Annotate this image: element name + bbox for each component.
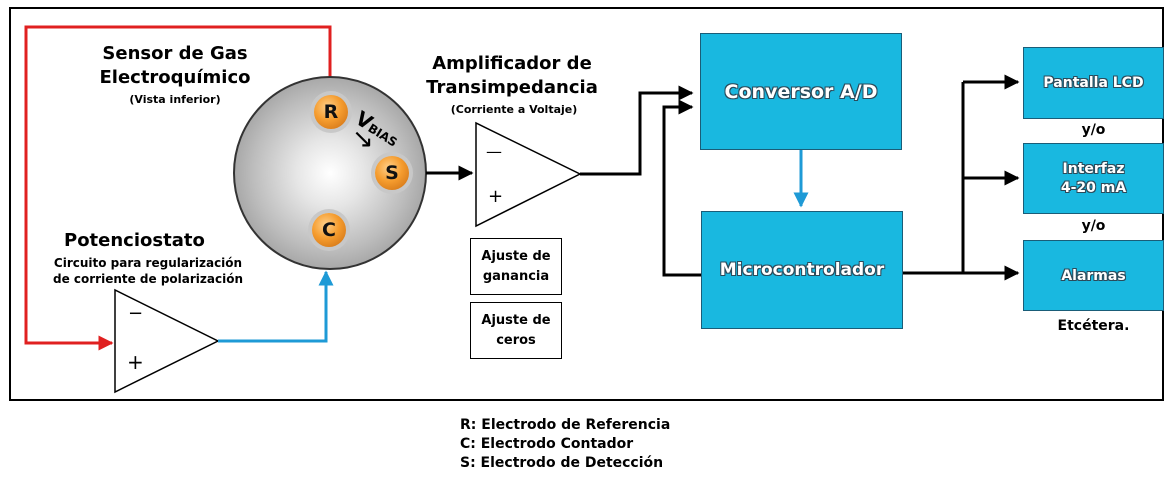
legend-r: R: Electrodo de Referencia — [460, 417, 671, 433]
legend-s: S: Electrodo de Detección — [460, 455, 664, 471]
amp-to-adc-wire — [580, 85, 694, 176]
zero-adjust-box: Ajuste de ceros — [470, 302, 562, 359]
sensor-title: Sensor de Gas Electroquímico — [80, 42, 270, 90]
blue-counter-wire — [218, 270, 334, 343]
legend-c: C: Electrodo Contador — [460, 436, 634, 452]
separator-1: y/o — [1081, 122, 1106, 138]
potentiostat-desc: Circuito para regularización de corrient… — [38, 255, 258, 287]
potentiostat-desc-line2: de corriente de polarización — [52, 272, 244, 286]
amplifier-title-line2: Transimpedancia — [426, 77, 598, 98]
gain-adjust-line1: Ajuste de — [481, 248, 551, 264]
adc-block: Conversor A/D — [700, 33, 902, 150]
zero-adjust-line2: ceros — [496, 332, 536, 348]
sensor-title-line2: Electroquímico — [99, 67, 251, 88]
alarms-block: Alarmas — [1023, 240, 1164, 311]
interface-block: Interfaz 4-20 mA — [1023, 143, 1164, 214]
legend: R: Electrodo de Referencia C: Electrodo … — [460, 416, 670, 473]
mcu-to-adc-wire — [662, 99, 701, 277]
interface-line1: Interfaz — [1062, 160, 1125, 177]
potentiostat-opamp — [114, 288, 220, 394]
lcd-block: Pantalla LCD — [1023, 47, 1164, 119]
amplifier-opamp — [475, 121, 582, 228]
etcetera-label: Etcétera. — [1057, 318, 1130, 334]
amplifier-minus: — — [486, 142, 502, 161]
amplifier-title: Amplificador de Transimpedancia — [402, 52, 622, 100]
zero-adjust-line1: Ajuste de — [481, 312, 551, 328]
amplifier-subtitle: (Corriente a Voltaje) — [450, 103, 578, 116]
amplifier-title-line1: Amplificador de — [432, 53, 592, 74]
interface-line2: 4-20 mA — [1060, 179, 1127, 196]
separator-2: y/o — [1081, 218, 1106, 234]
gain-adjust-box: Ajuste de ganancia — [470, 238, 562, 295]
electrode-c: C — [312, 213, 346, 247]
sensor-title-line1: Sensor de Gas — [102, 43, 248, 64]
gain-adjust-line2: ganancia — [482, 268, 550, 284]
vbias-arrow-icon: ↘ — [352, 124, 374, 154]
mcu-block: Microcontrolador — [701, 211, 903, 329]
potentiostat-minus: − — [128, 303, 144, 324]
amplifier-plus: + — [488, 186, 504, 207]
potentiostat-desc-line1: Circuito para regularización — [53, 256, 243, 270]
electrode-r: R — [314, 95, 348, 129]
electrode-s: S — [375, 156, 409, 190]
red-reference-wire — [24, 25, 332, 351]
potentiostat-plus: + — [127, 350, 144, 374]
potentiostat-title: Potenciostato — [64, 230, 205, 251]
sensor-subtitle: (Vista inferior) — [129, 93, 221, 106]
